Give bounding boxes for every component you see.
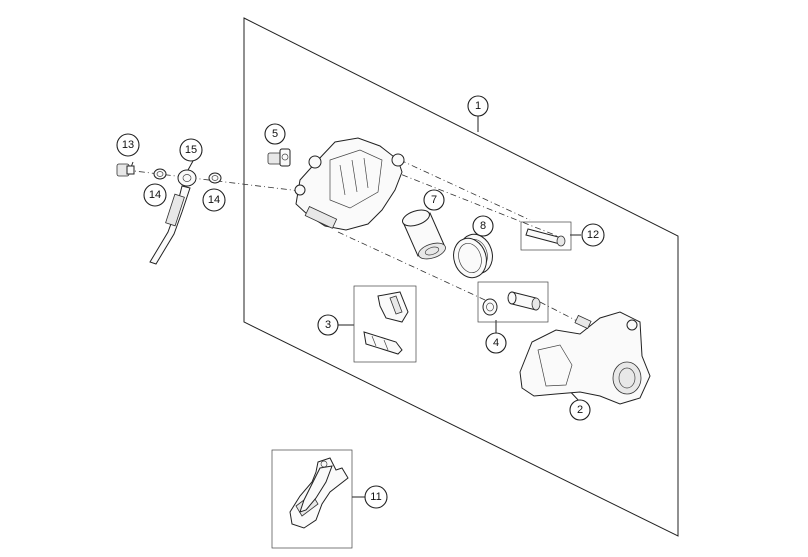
svg-text:4: 4: [493, 337, 499, 349]
svg-text:12: 12: [587, 229, 599, 241]
svg-text:14: 14: [149, 189, 161, 201]
fitting-part: [267, 148, 291, 167]
svg-text:14: 14: [208, 194, 220, 206]
pin-part: [520, 221, 572, 251]
bleeder-screw-part: [116, 163, 135, 177]
seal-ring-part: [453, 233, 493, 279]
callout-14-right: 14: [202, 188, 226, 212]
washer-part-right: [208, 172, 222, 184]
svg-text:11: 11: [370, 491, 381, 503]
assembly-frame: [243, 17, 679, 537]
callout-5: 5: [264, 123, 286, 145]
callout-8: 8: [472, 215, 494, 237]
piston-part: [402, 209, 446, 260]
callout-2: 2: [569, 399, 591, 421]
caliper-housing-part: [294, 137, 405, 231]
callout-14-left: 14: [143, 183, 167, 207]
callout-13: 13: [116, 133, 140, 157]
caliper-bracket-part: [519, 311, 651, 405]
svg-text:2: 2: [577, 404, 583, 416]
callout-3: 3: [317, 314, 339, 336]
bushing-kit-part: [477, 281, 549, 323]
svg-text:7: 7: [431, 194, 437, 206]
callout-1: 1: [467, 95, 489, 117]
callout-7: 7: [423, 189, 445, 211]
washer-part-left: [153, 168, 167, 180]
svg-text:15: 15: [185, 144, 197, 156]
svg-text:13: 13: [122, 139, 134, 151]
callout-15: 15: [179, 138, 203, 162]
callout-11: 11: [364, 485, 388, 509]
brake-pads-part: [271, 449, 353, 549]
callout-12: 12: [581, 223, 605, 247]
brake-hose-part: [149, 169, 197, 265]
svg-text:5: 5: [272, 128, 278, 140]
pad-spring-kit-part: [353, 285, 417, 363]
svg-text:1: 1: [475, 100, 481, 112]
svg-text:8: 8: [480, 220, 486, 232]
svg-text:3: 3: [325, 319, 331, 331]
callout-4: 4: [485, 332, 507, 354]
